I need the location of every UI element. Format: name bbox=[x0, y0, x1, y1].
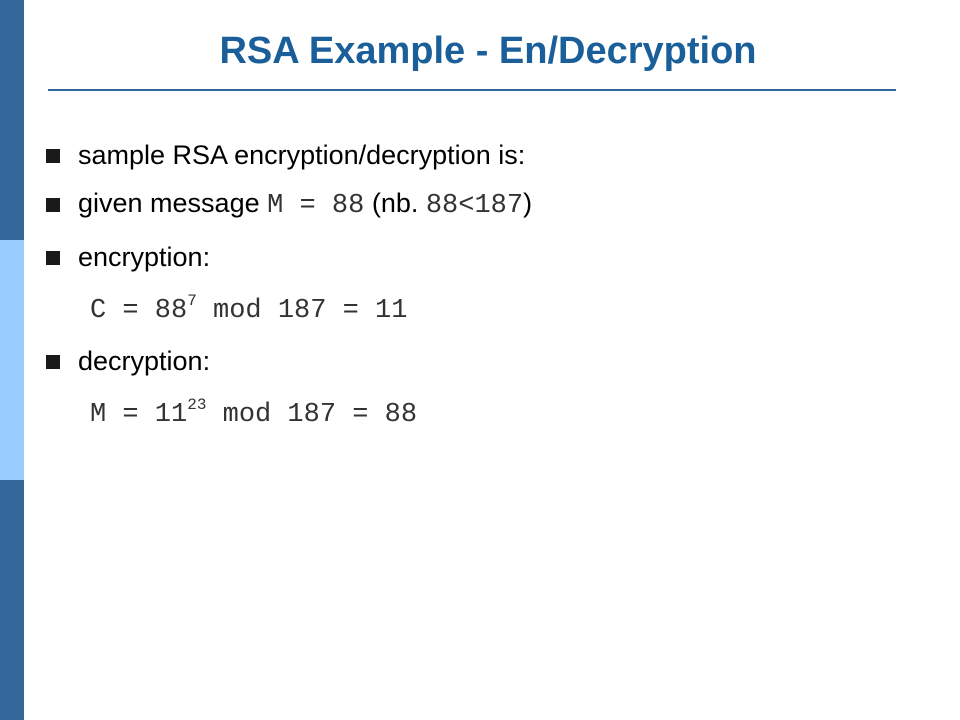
bullet-text-suffix: ) bbox=[523, 188, 533, 218]
title-divider bbox=[48, 89, 896, 91]
encryption-equation: C = 887 mod 187 = 11 bbox=[90, 292, 407, 326]
equation-lhs: M = 11 bbox=[90, 400, 188, 430]
equation-exponent: 23 bbox=[187, 396, 207, 414]
bullet-item-encryption: encryption: bbox=[46, 242, 210, 273]
code-comparison: 88<187 bbox=[425, 191, 524, 221]
equation-lhs: C = 88 bbox=[90, 296, 188, 326]
bullet-text-middle: (nb. bbox=[364, 188, 426, 218]
square-bullet-icon bbox=[46, 354, 60, 369]
bullet-text: given message M = 88 (nb. 88<187) bbox=[78, 188, 532, 221]
equation-rhs: mod 187 = 11 bbox=[196, 296, 408, 326]
decryption-equation: M = 1123 mod 187 = 88 bbox=[90, 396, 417, 430]
bullet-item-message: given message M = 88 (nb. 88<187) bbox=[46, 188, 532, 221]
slide-title: RSA Example - En/Decryption bbox=[219, 30, 757, 72]
sidebar-segment-top bbox=[0, 0, 24, 240]
slide-sidebar bbox=[0, 0, 24, 720]
sidebar-segment-middle bbox=[0, 240, 24, 480]
bullet-item-sample: sample RSA encryption/decryption is: bbox=[46, 140, 525, 171]
square-bullet-icon bbox=[46, 197, 60, 212]
equation-exponent: 7 bbox=[187, 292, 197, 310]
square-bullet-icon bbox=[46, 250, 60, 265]
bullet-item-decryption: decryption: bbox=[46, 346, 210, 377]
bullet-text: sample RSA encryption/decryption is: bbox=[78, 140, 526, 170]
equation-rhs: mod 187 = 88 bbox=[206, 400, 418, 430]
square-bullet-icon bbox=[46, 148, 60, 163]
bullet-text: decryption: bbox=[78, 346, 211, 376]
sidebar-segment-bottom bbox=[0, 480, 24, 720]
bullet-text-prefix: given message bbox=[78, 188, 268, 218]
code-message-value: M = 88 bbox=[267, 191, 365, 221]
bullet-text: encryption: bbox=[78, 242, 211, 272]
